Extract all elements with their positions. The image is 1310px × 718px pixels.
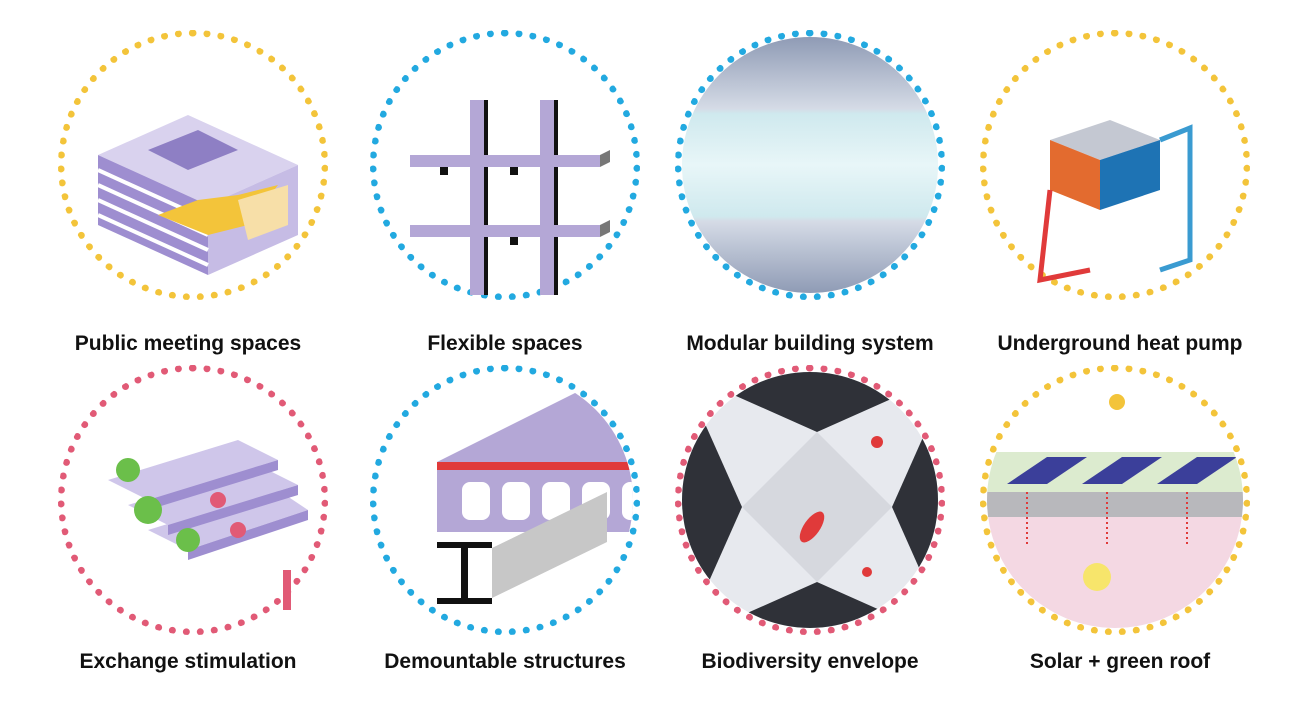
feature-exchange-stimulation: Exchange stimulation (38, 365, 338, 695)
building-atrium-icon (97, 115, 298, 275)
feature-label: Modular building system (686, 332, 934, 355)
feature-label: Demountable structures (384, 650, 626, 673)
ring-pink (675, 365, 945, 635)
ring-yellow (980, 30, 1250, 300)
facade-module-icon (682, 37, 938, 293)
feature-label: Exchange stimulation (79, 650, 297, 673)
feature-modular-building-system: Modular building system (660, 30, 960, 360)
feature-label: Public meeting spaces (74, 332, 302, 355)
ring-yellow (58, 30, 328, 300)
feature-demountable-structures: Demountable structures (355, 365, 655, 695)
heat-pump-icon (1037, 120, 1193, 284)
ring-yellow (980, 365, 1250, 635)
feature-label: Solar + green roof (1029, 650, 1211, 673)
steel-beam-icon (437, 392, 633, 604)
ring-pink (58, 365, 328, 635)
grid-frame-icon (410, 100, 610, 295)
feature-biodiversity-envelope: Biodiversity envelope (660, 365, 960, 695)
ring-blue (370, 30, 640, 300)
feature-underground-heat-pump: Underground heat pump (970, 30, 1270, 360)
feature-flexible-spaces: Flexible spaces (355, 30, 655, 360)
ring-blue (675, 30, 945, 300)
bird-facade-icon (682, 372, 938, 628)
solar-roof-icon (987, 372, 1243, 628)
feature-label: Flexible spaces (427, 332, 583, 355)
ring-blue (370, 365, 640, 635)
feature-label: Biodiversity envelope (701, 650, 919, 673)
feature-public-meeting-spaces: Public meeting spaces (38, 30, 338, 360)
stairs-people-icon (108, 440, 308, 610)
feature-label: Underground heat pump (997, 332, 1243, 355)
feature-solar-green-roof: Solar + green roof (970, 365, 1270, 695)
